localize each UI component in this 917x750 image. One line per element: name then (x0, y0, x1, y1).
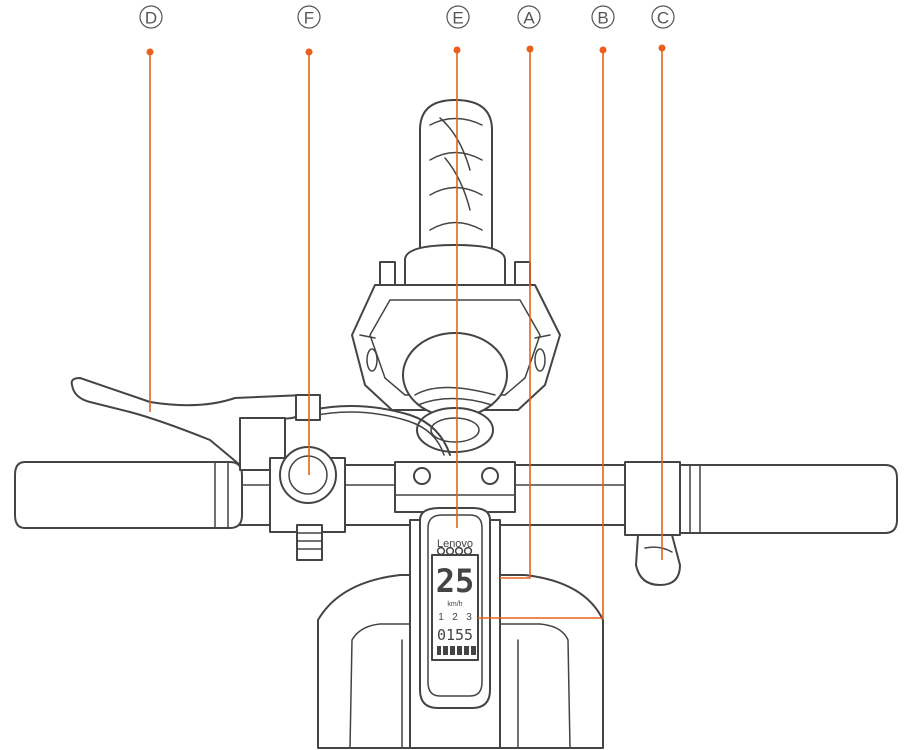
fork-assembly (351, 244, 561, 453)
display-speed: 25 (436, 562, 475, 600)
callout-b: B (591, 5, 615, 29)
callout-e: E (446, 5, 470, 29)
leader-a (500, 45, 534, 579)
throttle (624, 461, 681, 586)
left-grip (14, 461, 243, 529)
front-tire (419, 99, 493, 251)
callout-a: A (517, 5, 541, 29)
leader-lines (146, 44, 666, 619)
display-brand: Lenovo (437, 538, 473, 550)
bell (269, 446, 346, 561)
leader-c (658, 44, 666, 560)
svg-text:C: C (657, 9, 669, 28)
right-grip (679, 464, 898, 534)
svg-text:A: A (523, 9, 535, 28)
battery-indicator (437, 646, 476, 655)
leader-e (453, 46, 461, 528)
svg-text:F: F (304, 9, 314, 28)
callout-c: C (651, 5, 675, 29)
display-gear-3: 3 (466, 612, 472, 623)
callout-d: D (139, 5, 163, 29)
leader-f (305, 48, 313, 475)
lcd-display: Lenovo 25 km/h 1 2 3 0155 (436, 538, 476, 655)
display-gear-2: 2 (452, 612, 458, 623)
leader-b (478, 46, 607, 619)
brake-cable (311, 405, 451, 456)
stem-clamp (394, 461, 516, 513)
display-mode-icons (436, 546, 473, 556)
leader-d (146, 48, 154, 412)
svg-text:B: B (597, 9, 608, 28)
brake-lever (70, 377, 321, 471)
display-stem (409, 507, 501, 749)
svg-text:E: E (452, 9, 463, 28)
svg-text:D: D (145, 9, 157, 28)
display-odometer: 0155 (437, 626, 473, 644)
callout-f: F (297, 5, 321, 29)
display-gear-1: 1 (438, 612, 444, 623)
display-unit: km/h (447, 601, 462, 608)
